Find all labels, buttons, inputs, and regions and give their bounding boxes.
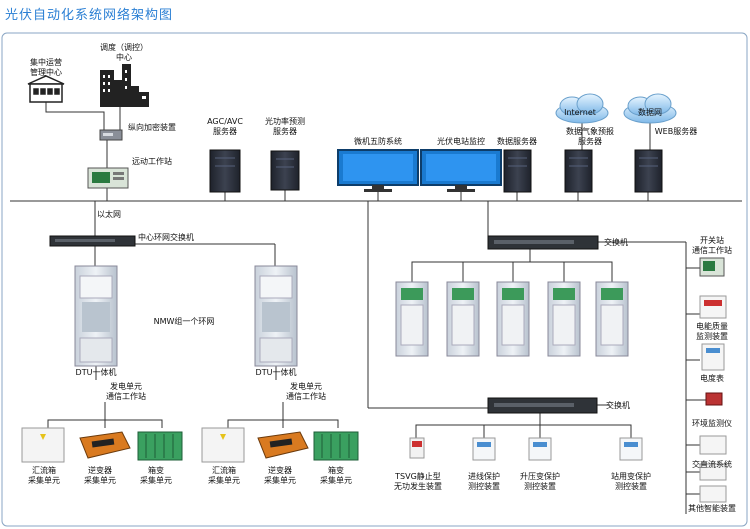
- label-combiner-2: 汇流箱 采集单元: [208, 466, 240, 485]
- label-switch-station: 开关站 通信工作站: [692, 236, 732, 255]
- label-five-prevention: 微机五防系统: [354, 137, 402, 146]
- combiner-box-icon: [21, 427, 245, 463]
- ring-switch-icon: [49, 235, 136, 247]
- label-dtu-1: DTU一体机: [75, 368, 117, 377]
- label-weather-forecast: 数据气象预报 服务器: [566, 127, 614, 146]
- server-rack-web: [634, 149, 663, 193]
- protection-device-icons: [472, 437, 643, 461]
- label-power-quality: 电能质量 监测装置: [696, 322, 728, 341]
- dtu-cabinet-1: [74, 265, 118, 367]
- label-env-monitor: 环境监测仪: [692, 419, 732, 428]
- label-dispatch: 调度（调控） 中心: [100, 43, 148, 62]
- monitor-pv-station: [420, 149, 502, 192]
- label-gen-station-2: 发电单元 通信工作站: [286, 382, 326, 401]
- label-web-server: WEB服务器: [654, 127, 698, 136]
- label-step-up: 升压变保护 测控装置: [520, 472, 560, 491]
- label-line-protect: 进线保护 测控装置: [468, 472, 500, 491]
- box-transformer-icon: [137, 431, 359, 461]
- inverter-icon: [79, 431, 309, 459]
- label-encrypt: 纵向加密装置: [128, 123, 176, 132]
- label-combiner-1: 汇流箱 采集单元: [28, 466, 60, 485]
- label-tsvg: TSVG静止型 无功发生装置: [394, 472, 442, 491]
- label-switch2: 交换机: [606, 401, 630, 410]
- outer-frame: [1, 32, 748, 527]
- label-power-forecast: 光功率预测 服务器: [265, 117, 305, 136]
- switch2-icon: [487, 397, 598, 414]
- label-gen-station-1: 发电单元 通信工作站: [106, 382, 146, 401]
- label-ethernet: 以太网: [97, 210, 121, 219]
- server-rack-agc: [209, 149, 241, 193]
- label-box-2: 箱变 采集单元: [320, 466, 352, 485]
- server-rack-data: [503, 149, 532, 193]
- label-data-net: 数据网: [638, 108, 662, 117]
- label-ring-switch: 中心环网交换机: [138, 233, 194, 242]
- label-inverter-2: 逆变器 采集单元: [264, 466, 296, 485]
- data-network-cloud-icon: [623, 93, 677, 124]
- internet-cloud-icon: [555, 93, 609, 124]
- page-title: 光伏自动化系统网络架构图: [5, 8, 174, 23]
- server-rack-forecast: [270, 150, 300, 191]
- label-acdc: 交直流系统: [692, 460, 732, 469]
- label-agc: AGC/AVC 服务器: [207, 117, 243, 136]
- dtu-cabinet-2: [254, 265, 298, 367]
- label-pv-monitor: 光伏电站监控: [437, 137, 485, 146]
- switch1-icon: [487, 235, 599, 250]
- label-switch1: 交换机: [604, 238, 628, 247]
- city-icon: [100, 64, 149, 107]
- label-station-transformer: 站用变保护 测控装置: [611, 472, 651, 491]
- label-other: 其他智能装置: [688, 504, 736, 513]
- telecontrol-workstation-icon: [87, 167, 129, 189]
- building-icon: [27, 75, 65, 103]
- connection-lines: [10, 102, 742, 514]
- label-data-server: 数据服务器: [497, 137, 537, 146]
- label-central-ops: 集中运营 管理中心: [30, 58, 62, 77]
- label-energy-meter: 电度表: [700, 374, 724, 383]
- encrypt-device-icon: [99, 129, 123, 141]
- tsvg-device-icon: [409, 437, 425, 459]
- server-rack-weather: [564, 149, 593, 193]
- label-internet: Internet: [564, 108, 596, 117]
- label-nmw: NMW组一个环网: [153, 317, 215, 326]
- protection-cabinets: [395, 281, 629, 357]
- monitor-five-prevention: [337, 149, 419, 192]
- label-box-1: 箱变 采集单元: [140, 466, 172, 485]
- right-panel-devices: [699, 257, 727, 503]
- label-dtu-2: DTU一体机: [255, 368, 297, 377]
- label-inverter-1: 逆变器 采集单元: [84, 466, 116, 485]
- label-telecontrol: 远动工作站: [132, 157, 172, 166]
